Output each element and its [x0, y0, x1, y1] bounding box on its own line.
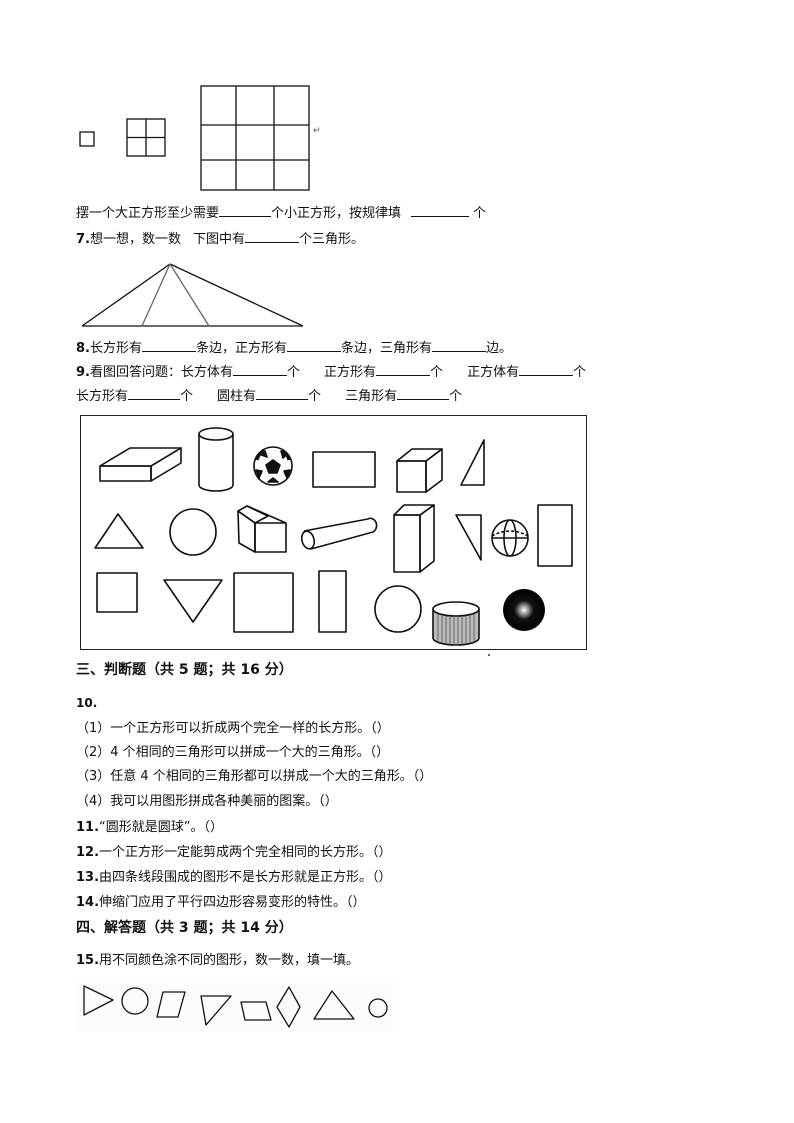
cuboid-flat-icon [99, 447, 182, 482]
globe-sphere-icon [491, 519, 529, 557]
square-icon [96, 572, 138, 613]
q11: 11.“圆形就是圆球”。（） [76, 820, 224, 835]
soccer-ball-icon [253, 446, 293, 486]
q6-text: 摆一个大正方形至少需要个小正方形，按规律填个 [76, 203, 486, 223]
circle-icon [121, 987, 149, 1015]
triangle-inverted-right-icon [455, 514, 482, 561]
q8-blank-1[interactable] [142, 338, 196, 352]
svg-text:↵: ↵ [313, 126, 321, 136]
q7-triangle-figure [81, 263, 304, 327]
section3-title: 三、判断题（共 5 题；共 16 分） [76, 662, 293, 678]
q9-blank-square[interactable] [376, 362, 431, 376]
cube-icon [396, 448, 443, 493]
q9-shapes-figure [80, 415, 587, 650]
q9-blank-cube[interactable] [519, 362, 574, 376]
q6-square-1x1: ↵ [79, 85, 321, 191]
q9-blank-cuboid[interactable] [233, 362, 288, 376]
triangle-icon [313, 990, 355, 1020]
q7-blank[interactable] [245, 229, 300, 243]
q8-blank-2[interactable] [287, 338, 342, 352]
q10-number: 10. [76, 696, 98, 710]
q9-blank-rectangle[interactable] [128, 386, 181, 400]
q13: 13.由四条线段围成的图形不是长方形就是正方形。（） [76, 870, 392, 885]
q10-item-4: （4）我可以用图形拼成各种美丽的图案。（） [76, 794, 338, 809]
triangle-inverted-icon [200, 995, 232, 1026]
q14: 14.伸缩门应用了平行四边形容易变形的特性。（） [76, 895, 366, 910]
circle-icon [169, 508, 217, 556]
parallelogram-icon [156, 991, 186, 1018]
q9-blank-triangle[interactable] [397, 386, 450, 400]
rectangle-narrow-icon [318, 570, 347, 633]
q15: 15.用不同颜色涂不同的图形，数一数，填一填。 [76, 953, 360, 968]
triangle-inverted-icon [163, 579, 223, 623]
q7-text: 7.想一想，数一数下图中有个三角形。 [76, 229, 364, 249]
q10-item-1: （1）一个正方形可以折成两个完全一样的长方形。（） [76, 721, 390, 736]
triangle-icon [94, 513, 144, 549]
square-large-icon [233, 572, 294, 633]
cube-icon [237, 505, 287, 553]
q8-blank-3[interactable] [432, 338, 487, 352]
q8-text: 8.长方形有条边，正方形有条边，三角形有边。 [76, 338, 512, 358]
cuboid-tall-icon [393, 504, 435, 573]
rhombus-icon [276, 986, 301, 1028]
cylinder-lying-icon [300, 517, 378, 550]
cylinder-icon [198, 427, 234, 492]
q9-row2: 长方形有个圆柱有个三角形有个 [76, 386, 462, 406]
rectangle-icon [312, 451, 376, 488]
q10-item-2: （2）4 个相同的三角形可以拼成一个大的三角形。（） [76, 745, 390, 760]
circle-icon [374, 585, 422, 633]
q6-blank-1[interactable] [219, 203, 272, 217]
cylinder-shaded-icon [432, 601, 480, 646]
triangle-right-pointing-icon [83, 985, 114, 1016]
q12: 12.一个正方形一定能剪成两个完全相同的长方形。（） [76, 845, 392, 860]
q9-row1: 9.看图回答问题：长方体有个正方形有个正方体有个 [76, 362, 586, 382]
q6-blank-2[interactable] [411, 203, 470, 217]
sphere-dark-icon [503, 589, 545, 631]
section4-title: 四、解答题（共 3 题；共 14 分） [76, 920, 293, 936]
parallelogram-flat-icon [240, 1001, 272, 1021]
rectangle-tall-icon [537, 504, 573, 567]
right-triangle-icon [460, 439, 485, 486]
q9-shapes [94, 427, 573, 656]
circle-small-icon [368, 998, 388, 1018]
q10-item-3: （3）任意 4 个相同的三角形都可以拼成一个大的三角形。（） [76, 769, 433, 784]
q9-blank-cylinder[interactable] [256, 386, 309, 400]
